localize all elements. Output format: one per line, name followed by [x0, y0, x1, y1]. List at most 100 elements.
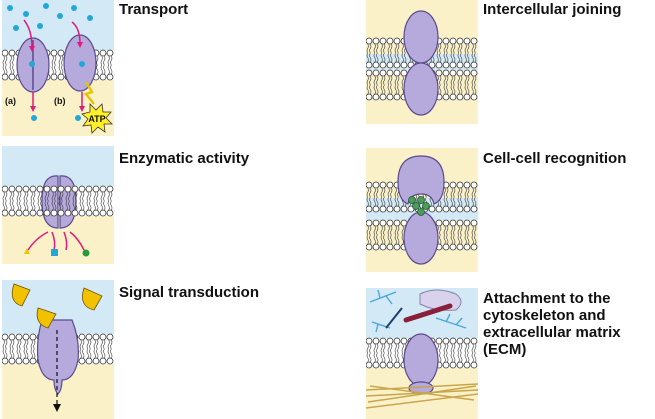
phospholipid-tail [9, 201, 12, 211]
phospholipid-tail [5, 349, 8, 359]
phospholipid-head [449, 337, 457, 345]
phospholipid-tail [369, 343, 372, 353]
phospholipid-tail [387, 353, 390, 363]
phospholipid-tail [436, 43, 439, 53]
phospholipid-tail [54, 191, 57, 201]
phospholipid-tail [40, 191, 43, 201]
phospholipid-head [64, 209, 72, 217]
phospholipid-tail [366, 235, 369, 245]
phospholipid-tail [464, 187, 467, 197]
phospholipid-tail [373, 197, 376, 207]
phospholipid-tail [443, 197, 446, 207]
phospholipid-tail [54, 55, 57, 65]
phospholipid-tail [89, 201, 92, 211]
substrate-triangle [24, 248, 30, 254]
phospholipid-tail [464, 235, 467, 245]
phospholipid-tail [61, 65, 64, 75]
phospholipid-head [463, 361, 471, 369]
phospholipid-tail [89, 191, 92, 201]
attachment-title: Attachment to the cytoskeleton and extra… [483, 290, 621, 358]
recognition-illustration [366, 148, 478, 272]
phospholipid-head [442, 243, 450, 251]
phospholipid-head [2, 333, 9, 341]
phospholipid-head [379, 61, 387, 69]
phospholipid-head [372, 93, 380, 101]
phospholipid-tail [457, 85, 460, 95]
phospholipid-head [2, 209, 9, 217]
phospholipid-tail [460, 43, 463, 53]
phospholipid-head [386, 219, 394, 227]
phospholipid-head [449, 37, 457, 45]
phospholipid-tail [37, 191, 40, 201]
phospholipid-tail [110, 65, 113, 75]
phospholipid-tail [390, 197, 393, 207]
phospholipid-tail [467, 197, 470, 207]
phospholipid-head [8, 73, 16, 81]
phospholipid-head [379, 205, 387, 213]
phospholipid-tail [9, 55, 12, 65]
phospholipid-head [470, 61, 478, 69]
energy-zigzag [83, 81, 95, 105]
phospholipid-tail [366, 353, 369, 363]
phospholipid-tail [100, 349, 103, 359]
phospholipid-tail [373, 53, 376, 63]
joining-panel [366, 0, 478, 124]
phospholipid-head [442, 361, 450, 369]
phospholipid-tail [464, 75, 467, 85]
phospholipid-tail [457, 75, 460, 85]
phospholipid-tail [474, 353, 477, 363]
phospholipid-tail [376, 43, 379, 53]
phospholipid-tail [397, 343, 400, 353]
phospholipid-tail [446, 225, 449, 235]
phospholipid-tail [107, 339, 110, 349]
phospholipid-tail [82, 349, 85, 359]
phospholipid-head [57, 73, 65, 81]
phospholipid-tail [107, 65, 110, 75]
phospholipid-head [386, 181, 394, 189]
phospholipid-head [386, 361, 394, 369]
phospholipid-tail [16, 201, 19, 211]
phospholipid-head [463, 69, 471, 77]
phospholipid-tail [9, 349, 12, 359]
phospholipid-tail [369, 75, 372, 85]
phospholipid-head [449, 205, 457, 213]
phospholipid-tail [443, 75, 446, 85]
phospholipid-tail [443, 43, 446, 53]
phospholipid-tail [464, 353, 467, 363]
phospholipid-tail [450, 235, 453, 245]
phospholipid-tail [450, 225, 453, 235]
phospholipid-tail [380, 197, 383, 207]
phospholipid-head [442, 93, 450, 101]
signal-panel [2, 280, 114, 419]
phospholipid-tail [9, 191, 12, 201]
phospholipid-tail [453, 197, 456, 207]
phospholipid-tail [446, 343, 449, 353]
phospholipid-head [442, 219, 450, 227]
phospholipid-tail [369, 225, 372, 235]
phospholipid-tail [446, 187, 449, 197]
phospholipid-tail [464, 197, 467, 207]
phospholipid-head [106, 49, 114, 57]
phospholipid-tail [471, 343, 474, 353]
phospholipid-tail [474, 235, 477, 245]
phospholipid-tail [369, 353, 372, 363]
phospholipid-tail [33, 349, 36, 359]
phospholipid-head [456, 69, 464, 77]
phospholipid-tail [474, 53, 477, 63]
phospholipid-tail [376, 197, 379, 207]
phospholipid-head [379, 69, 387, 77]
phospholipid-head [85, 185, 93, 193]
phospholipid-tail [376, 225, 379, 235]
phospholipid-tail [446, 235, 449, 245]
phospholipid-head [435, 337, 443, 345]
phospholipid-tail [394, 53, 397, 63]
phospholipid-head [372, 337, 380, 345]
phospholipid-tail [19, 339, 22, 349]
phospholipid-tail [16, 349, 19, 359]
integrin-protein [403, 333, 439, 387]
phospholipid-tail [390, 187, 393, 197]
phospholipid-tail [404, 53, 407, 63]
phospholipid-head [456, 219, 464, 227]
phospholipid-tail [79, 201, 82, 211]
phospholipid-tail [401, 235, 404, 245]
